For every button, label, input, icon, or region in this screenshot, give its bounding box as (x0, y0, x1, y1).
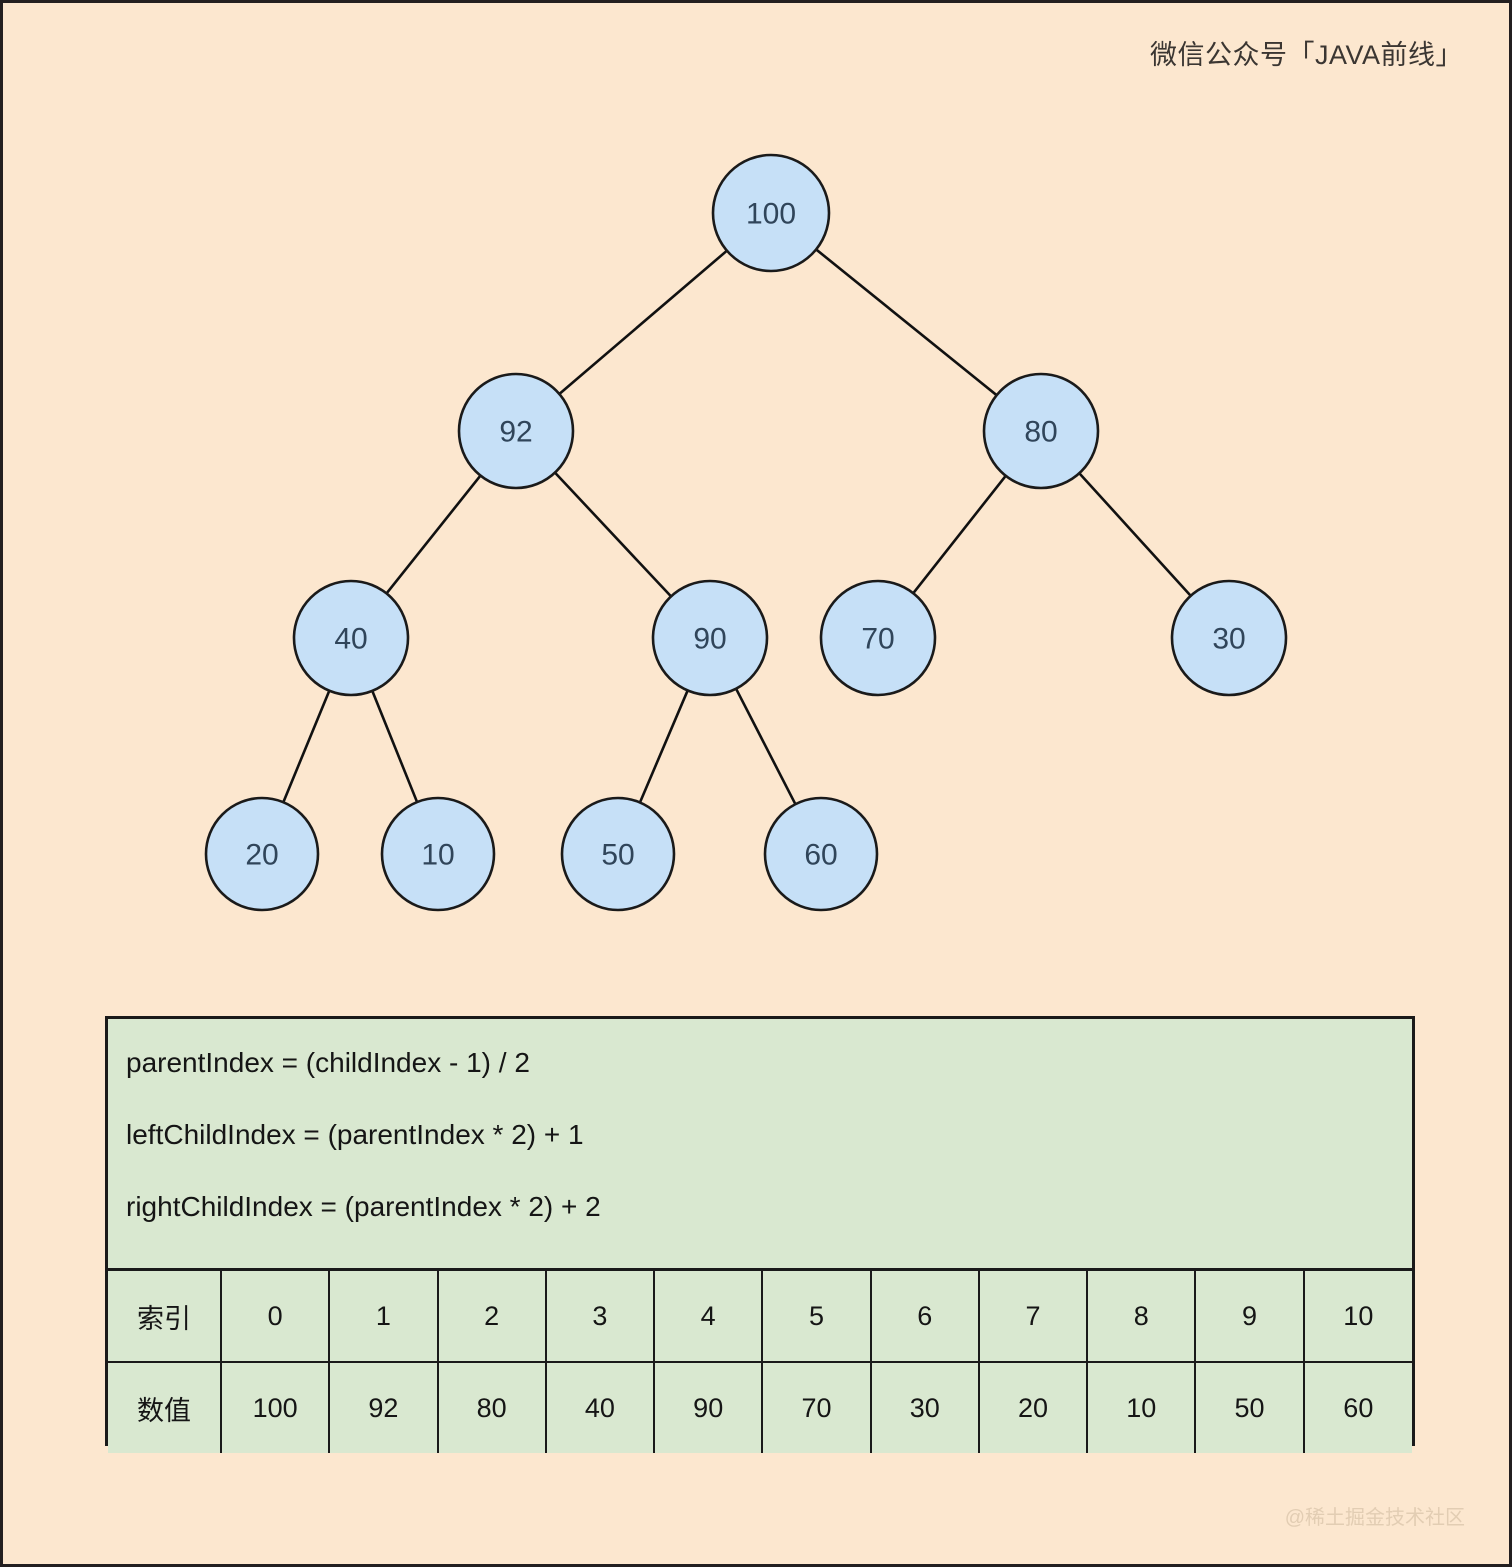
node-circle-90[interactable] (651, 579, 769, 697)
tree-edge-80-30 (1078, 472, 1192, 597)
value-cell-7: 20 (978, 1361, 1089, 1453)
tree-node-10[interactable]: 10 (380, 796, 496, 912)
node-circle-10[interactable] (380, 796, 496, 912)
index-cell-3: 3 (545, 1269, 656, 1363)
tree-node-90[interactable]: 90 (651, 579, 769, 697)
formula-left-child-index: leftChildIndex = (parentIndex * 2) + 1 (126, 1119, 584, 1150)
node-label-50: 50 (601, 839, 634, 872)
index-cell-5: 5 (762, 1269, 872, 1363)
node-circle-92[interactable] (457, 372, 575, 490)
tree-edges-group (282, 248, 1192, 805)
node-circle-60[interactable] (763, 796, 879, 912)
tree-node-92[interactable]: 92 (457, 372, 575, 490)
value-cell-8: 10 (1087, 1361, 1197, 1453)
node-label-60: 60 (804, 839, 837, 872)
formula-parent-index: parentIndex = (childIndex - 1) / 2 (126, 1047, 530, 1078)
tree-node-60[interactable]: 60 (763, 796, 879, 912)
formula-right-child-index: rightChildIndex = (parentIndex * 2) + 2 (126, 1191, 601, 1222)
node-label-20: 20 (245, 839, 278, 872)
value-cell-3: 40 (545, 1361, 656, 1453)
tree-edge-40-10 (371, 690, 419, 803)
node-circle-100[interactable] (711, 153, 831, 273)
node-circle-40[interactable] (292, 579, 410, 697)
node-label-92: 92 (499, 416, 532, 449)
tree-edge-90-50 (638, 689, 689, 803)
tree-node-100[interactable]: 100 (711, 153, 831, 273)
index-cell-0: 0 (221, 1269, 331, 1363)
tree-node-70[interactable]: 70 (819, 579, 937, 697)
value-cell-0: 100 (221, 1361, 331, 1453)
value-cell-10: 60 (1303, 1361, 1412, 1453)
index-cell-9: 9 (1195, 1269, 1305, 1363)
binary-heap-tree: 100 92 80 40 90 70 30 20 10 50 60 (204, 153, 1288, 912)
value-cell-4: 90 (654, 1361, 764, 1453)
node-label-100: 100 (746, 198, 796, 231)
value-cell-5: 70 (762, 1361, 872, 1453)
node-circle-50[interactable] (560, 796, 676, 912)
node-label-10: 10 (421, 839, 454, 872)
tree-nodes-group: 100 92 80 40 90 70 30 20 10 50 60 (204, 153, 1288, 912)
tree-edge-90-60 (734, 688, 797, 805)
index-cell-1: 1 (329, 1269, 439, 1363)
node-circle-80[interactable] (982, 372, 1100, 490)
node-circle-70[interactable] (819, 579, 937, 697)
node-label-80: 80 (1024, 416, 1057, 449)
tree-edge-100-80 (815, 248, 998, 397)
formula-and-array-box: parentIndex = (childIndex - 1) / 2 leftC… (105, 1016, 1415, 1453)
tree-edge-92-90 (554, 471, 672, 598)
tree-edge-92-40 (385, 474, 482, 595)
bottom-watermark: @稀土掘金技术社区 (1284, 1507, 1465, 1529)
index-cell-7: 7 (978, 1269, 1089, 1363)
index-cell-6: 6 (870, 1269, 980, 1363)
tree-edge-100-92 (558, 249, 728, 395)
node-label-70: 70 (861, 623, 894, 656)
index-cell-4: 4 (654, 1269, 764, 1363)
index-cell-2: 2 (437, 1269, 547, 1363)
value-cell-9: 50 (1195, 1361, 1305, 1453)
row-label-index: 索引 (108, 1269, 222, 1363)
value-cell-1: 92 (329, 1361, 439, 1453)
top-watermark: 微信公众号「JAVA前线」 (1149, 40, 1463, 70)
index-cell-8: 8 (1087, 1269, 1197, 1363)
tree-node-80[interactable]: 80 (982, 372, 1100, 490)
tree-edge-80-70 (912, 474, 1007, 595)
tree-edge-40-20 (282, 690, 331, 803)
node-circle-20[interactable] (204, 796, 320, 912)
tree-node-30[interactable]: 30 (1170, 579, 1288, 697)
node-circle-30[interactable] (1170, 579, 1288, 697)
value-cell-6: 30 (870, 1361, 980, 1453)
tree-node-50[interactable]: 50 (560, 796, 676, 912)
node-label-90: 90 (693, 623, 726, 656)
row-label-value: 数值 (108, 1361, 222, 1453)
value-cell-2: 80 (437, 1361, 547, 1453)
formula-area: parentIndex = (childIndex - 1) / 2 leftC… (108, 1019, 1412, 1268)
index-cell-10: 10 (1303, 1269, 1412, 1363)
node-label-40: 40 (334, 623, 367, 656)
node-label-30: 30 (1212, 623, 1245, 656)
tree-node-40[interactable]: 40 (292, 579, 410, 697)
tree-node-20[interactable]: 20 (204, 796, 320, 912)
